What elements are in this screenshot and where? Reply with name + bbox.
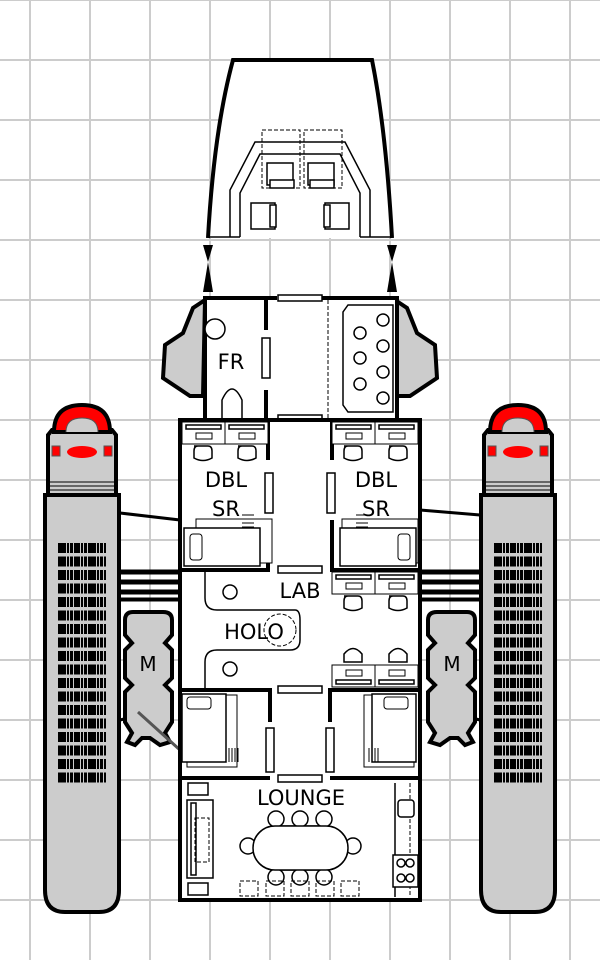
room-label-sr-right: SR (362, 497, 390, 521)
bunk-bed (183, 514, 273, 567)
engine-vent-row (494, 637, 542, 648)
engine-vent-row (58, 759, 106, 769)
engine-right (479, 402, 557, 914)
lounge-storage (239, 880, 360, 897)
galley-stove (392, 854, 419, 888)
locker-circles (353, 313, 390, 405)
engine-vent-row (58, 664, 106, 675)
module-label-left: M (139, 652, 156, 676)
room-label-lounge: LOUNGE (257, 786, 345, 810)
chair (193, 445, 213, 462)
chair (388, 445, 408, 462)
engine-vent-row (58, 610, 106, 621)
desk (181, 421, 226, 445)
chair (343, 595, 363, 612)
module-left: M (123, 610, 182, 752)
toilet-icon (221, 388, 243, 418)
forward-section: FR (203, 294, 399, 422)
engine-vent-row (58, 732, 106, 742)
desk (224, 421, 269, 445)
holo-projector-icon (263, 613, 297, 647)
seat (250, 202, 277, 230)
sink-icon (204, 318, 226, 340)
fin-right (392, 296, 440, 398)
engine-vent-row (494, 772, 542, 783)
desk (331, 421, 376, 445)
bunk-bed (363, 693, 417, 768)
engine-vent-row (494, 759, 542, 769)
room-label-sr-left: SR (212, 497, 240, 521)
engine-vent-row (58, 583, 106, 594)
door[interactable] (277, 565, 323, 574)
module-label-right: M (443, 652, 460, 676)
chair (343, 445, 363, 462)
desk (374, 421, 419, 445)
engine-vent-row (494, 543, 542, 553)
engine-vent-row (58, 691, 106, 702)
engine-vent-row (494, 597, 542, 607)
bunk-bed (181, 693, 239, 768)
desk (331, 571, 376, 595)
bunk-bed (339, 514, 419, 567)
fin-left (160, 296, 208, 398)
engine-vent-row (494, 610, 542, 621)
chair (388, 595, 408, 612)
engine-vent-row (58, 637, 106, 648)
room-label-dbl-left: DBL (205, 468, 248, 492)
chair (343, 647, 363, 663)
door[interactable] (277, 685, 323, 694)
engine-left (43, 402, 121, 914)
room-label-lab: LAB (280, 579, 321, 603)
cockpit (203, 58, 397, 292)
desk (374, 571, 419, 595)
engine-vent-row (58, 651, 106, 661)
engine-vent-row (58, 570, 106, 580)
engine-vent-row (494, 718, 542, 729)
engine-vent-row (494, 583, 542, 594)
door[interactable] (265, 727, 275, 773)
locker-rack (342, 304, 394, 413)
engine-vent-row (494, 556, 542, 567)
chair (237, 445, 257, 462)
chair (388, 647, 408, 663)
engine-vent-row (58, 705, 106, 715)
desk (374, 664, 419, 688)
door[interactable] (326, 472, 336, 514)
copilot-seat (307, 162, 335, 189)
engine-vent-row (58, 678, 106, 688)
door[interactable] (325, 727, 335, 773)
door[interactable] (277, 774, 323, 783)
engine-vent-row (494, 745, 542, 756)
engine-vent-row (494, 732, 542, 742)
engine-vent-row (58, 718, 106, 729)
desk (331, 664, 376, 688)
door[interactable] (277, 294, 323, 302)
room-label-dbl-right: DBL (355, 468, 398, 492)
engine-vent-row (58, 556, 106, 567)
engine-vent-row (494, 570, 542, 580)
engine-vent-row (58, 624, 106, 634)
seat (323, 202, 350, 230)
pilot-seat (266, 162, 295, 189)
galley-sink (397, 799, 415, 818)
engine-vent-row (494, 664, 542, 675)
engine-vent-row (494, 624, 542, 634)
room-label-fr: FR (218, 350, 245, 374)
engine-vent-row (58, 772, 106, 783)
main-hull: DBL SR DBL SR LAB HOLO LOUNGE (178, 418, 422, 902)
engine-vent-row (58, 543, 106, 553)
engine-vent-row (494, 651, 542, 661)
module-right: M (426, 610, 477, 748)
door[interactable] (264, 472, 274, 514)
room-label-holo: HOLO (224, 620, 284, 644)
door[interactable] (261, 337, 271, 379)
engine-vent-row (58, 745, 106, 756)
engine-vent-row (494, 678, 542, 688)
engine-vent-row (494, 705, 542, 715)
engine-vent-row (58, 597, 106, 607)
engine-vent-row (494, 691, 542, 702)
